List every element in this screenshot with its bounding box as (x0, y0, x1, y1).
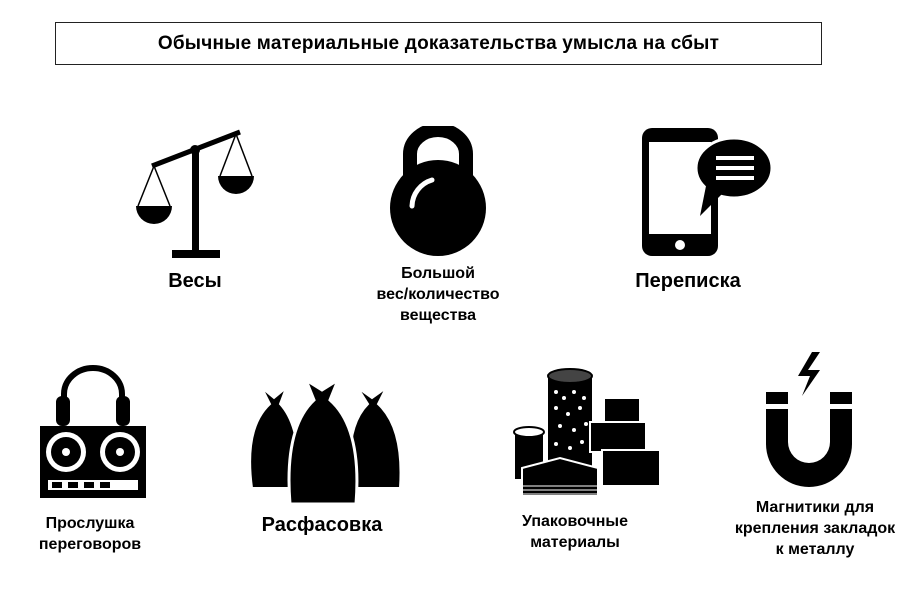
kettlebell-icon (390, 126, 486, 256)
phone-message-icon (642, 128, 772, 256)
label-scales: Весы (168, 270, 222, 292)
page-title: Обычные материальные доказательства умыс… (55, 22, 822, 65)
packaging-materials-icon (513, 368, 661, 497)
bags-icon (249, 378, 402, 506)
label-messages: Переписка (635, 270, 741, 292)
tape-recorder-headphones-icon (40, 365, 146, 498)
label-packing: Расфасовка (261, 514, 383, 536)
magnet-icon (766, 352, 852, 487)
scales-icon (136, 129, 254, 258)
